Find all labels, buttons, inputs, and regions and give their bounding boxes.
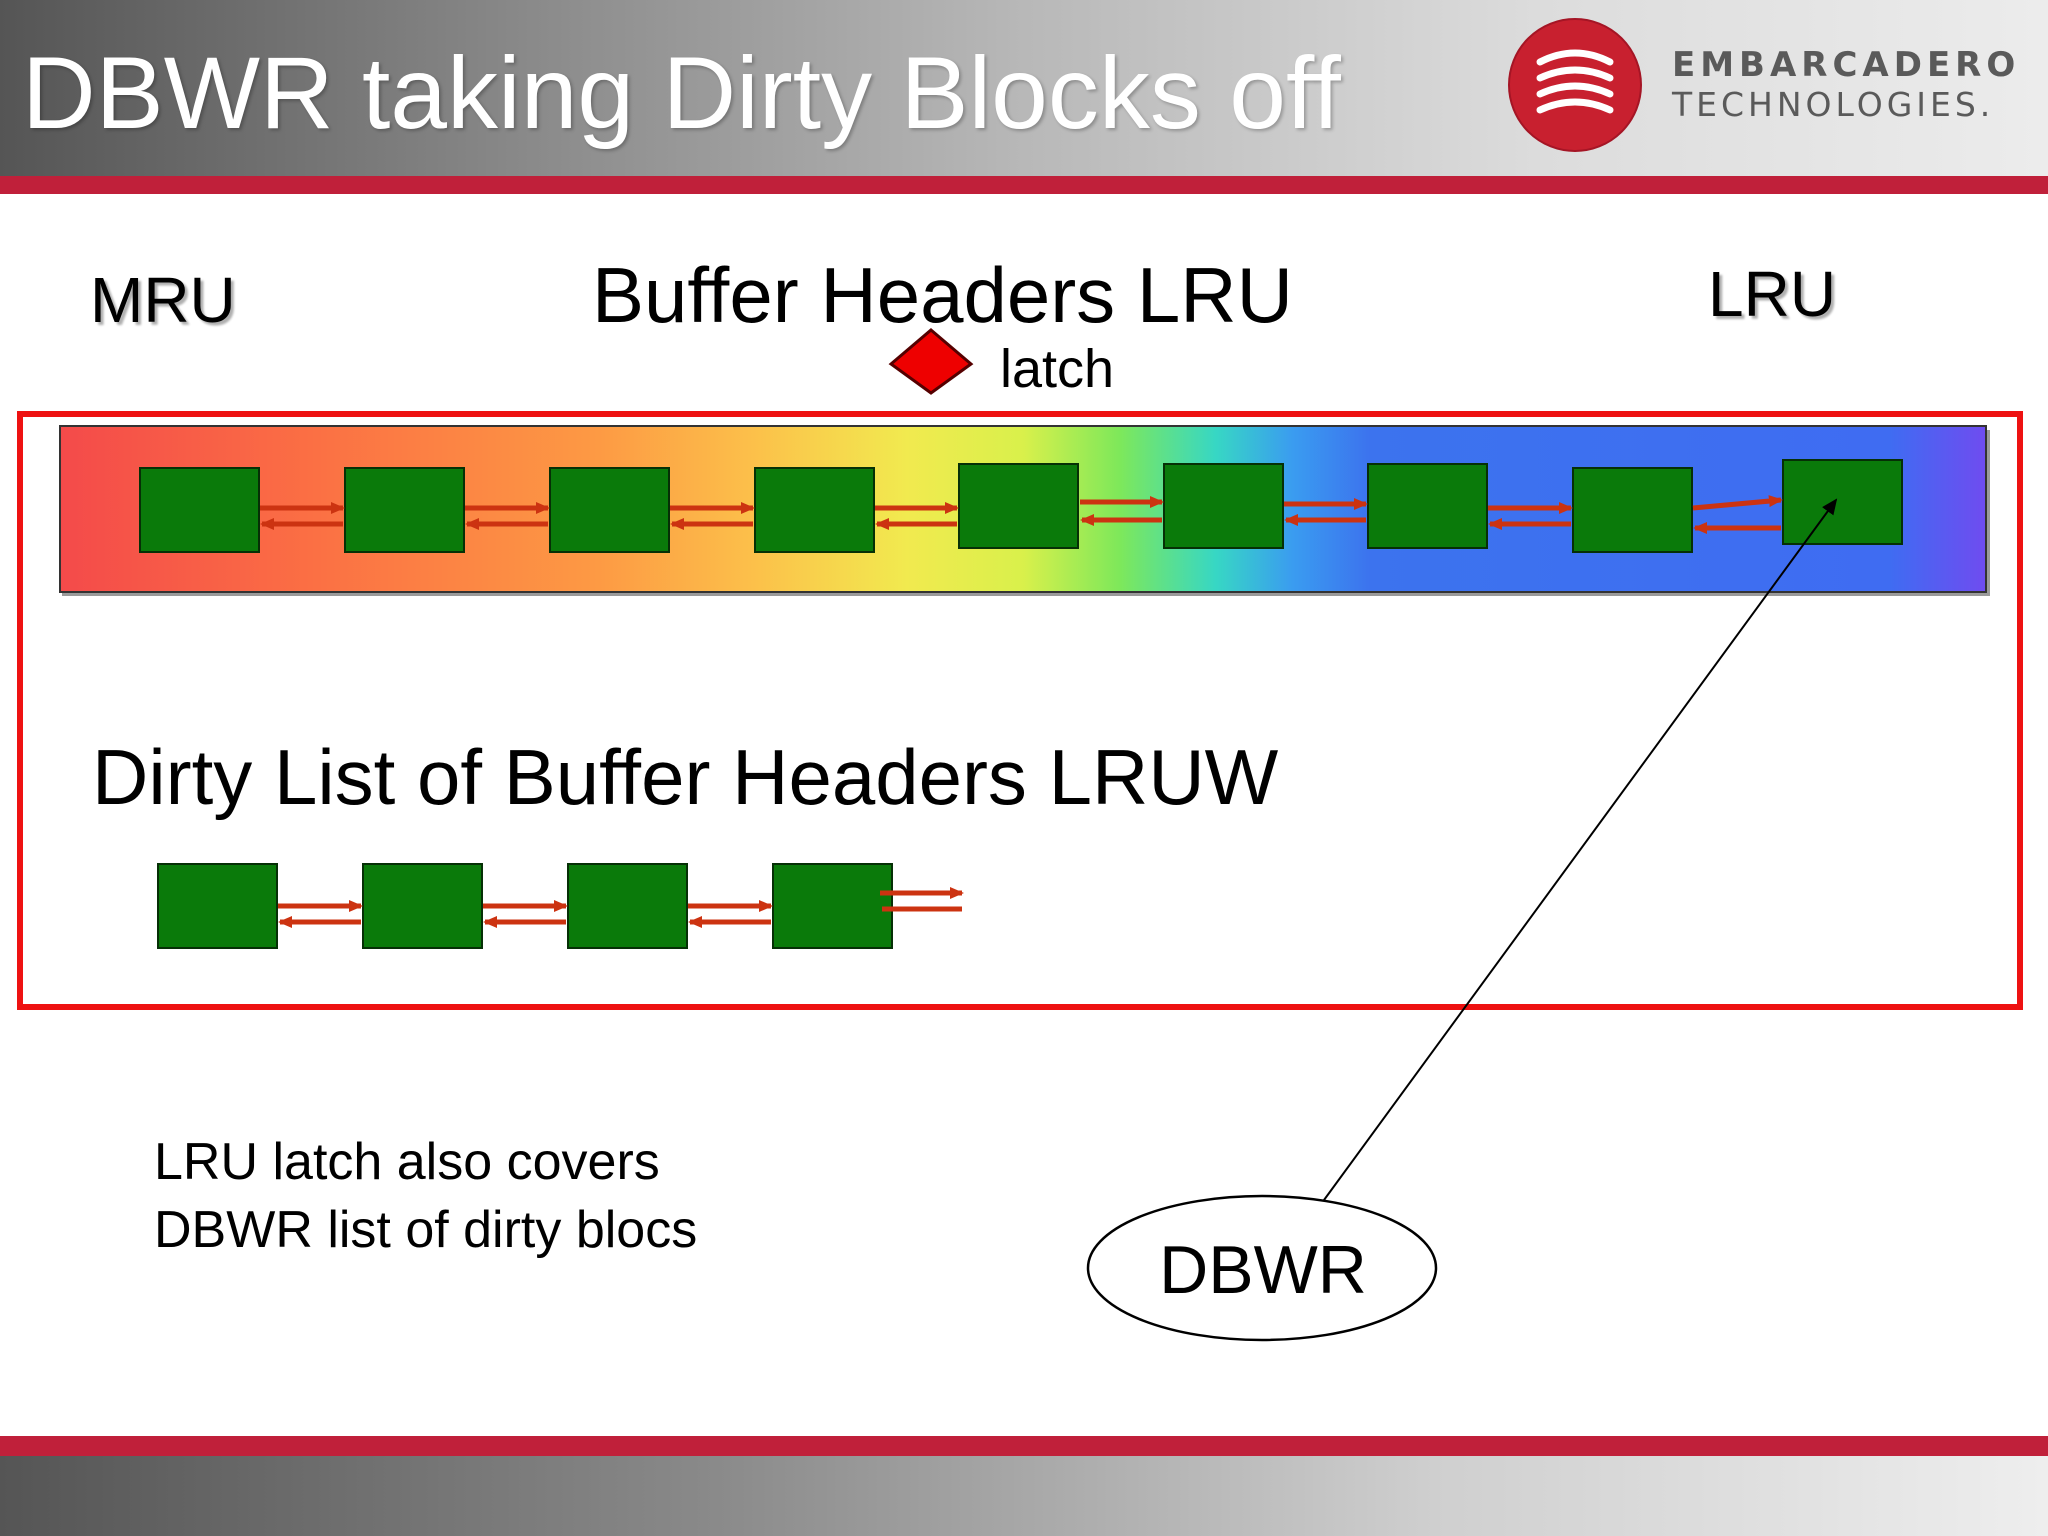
lru-label: LRU [1708,258,1837,330]
lru-block-7 [1367,463,1488,549]
latch-label: latch [1000,339,1115,399]
dirty-block-2 [362,863,483,949]
dirty-block-4 [772,863,893,949]
lru-list-title: Buffer Headers LRU [592,251,1293,339]
slide-header [0,0,2048,176]
embarcadero-logo-icon [1508,18,1642,152]
lru-block-2 [344,467,465,553]
lru-block-6 [1163,463,1284,549]
latch-note: LRU latch also covers DBWR list of dirty… [154,1128,697,1264]
dbwr-label: DBWR [1159,1232,1367,1308]
mru-label: MRU [90,264,236,336]
latch-diamond-icon [888,328,974,395]
dirty-block-1 [157,863,278,949]
lru-block-8 [1572,467,1693,553]
brand-wordmark: EMBARCADERO TECHNOLOGIES. [1672,48,2020,121]
dbwr-process-ellipse [1086,1194,1438,1342]
dirty-list-links [278,887,964,928]
lru-block-5 [958,463,1079,549]
lru-block-4 [754,467,875,553]
brand-line1: EMBARCADERO [1672,45,2021,85]
latch-note-line2: DBWR list of dirty blocs [154,1201,698,1259]
header-accent-rule [0,176,2048,194]
latch-coverage-frame [17,411,2023,1010]
slide-title: DBWR taking Dirty Blocks off [22,36,1341,150]
footer-accent-rule [0,1436,2048,1456]
brand-line2: TECHNOLOGIES. [1672,85,1995,124]
dbwr-pointer-line [1323,498,1838,1201]
slide-footer [0,1456,2048,1536]
lru-block-3 [549,467,670,553]
latch-note-line1: LRU latch also covers [154,1133,660,1191]
lru-block-1 [139,467,260,553]
dirty-list-title: Dirty List of Buffer Headers LRUW [92,733,1279,821]
dirty-block-3 [567,863,688,949]
lru-list-links [260,495,1783,534]
lru-block-9 [1782,459,1903,545]
